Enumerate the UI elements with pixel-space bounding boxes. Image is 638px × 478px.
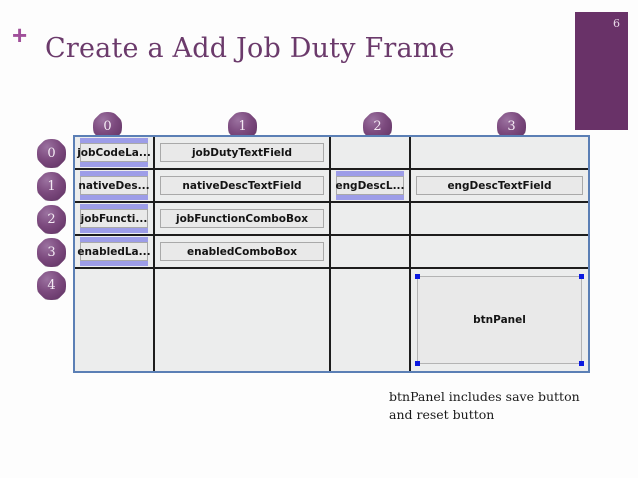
jobfunction-combobox-widget[interactable]: jobFunctionComboBox [160,209,324,228]
grid-cell-r4c0[interactable] [75,269,155,371]
jobfunction-label-widget[interactable]: jobFuncti... [80,204,148,233]
grid-cell-r1c2[interactable]: engDescL... [331,170,411,203]
jobduty-textfield-widget[interactable]: jobDutyTextField [160,143,324,162]
enabled-combobox-widget[interactable]: enabledComboBox [160,242,324,261]
grid-cell-r4c2[interactable] [331,269,411,371]
resize-handle-bottom-right[interactable] [579,361,584,366]
caption: btnPanel includes save button and reset … [389,388,629,424]
nativedesc-textfield-widget[interactable]: nativeDescTextField [160,176,324,195]
grid-cell-r3c2[interactable] [331,236,411,269]
grid-cell-r0c2[interactable] [331,137,411,170]
plus-decoration-icon: + [12,20,28,50]
grid-cell-r4c3[interactable]: btnPanel [411,269,588,371]
resize-handle-top-right[interactable] [579,274,584,279]
grid-cell-r3c1[interactable]: enabledComboBox [155,236,331,269]
slide-number-block: 6 [575,12,628,130]
page-title: Create a Add Job Duty Frame [45,33,455,64]
grid-cell-r2c1[interactable]: jobFunctionComboBox [155,203,331,236]
grid-cell-r4c1[interactable] [155,269,331,371]
resize-handle-bottom-left[interactable] [415,361,420,366]
row-badge-4: 4 [37,271,66,300]
btn-panel-label: btnPanel [473,314,526,326]
caption-line-1: btnPanel includes save button [389,389,580,404]
grid-cell-r2c0[interactable]: jobFuncti... [75,203,155,236]
grid-cell-r1c1[interactable]: nativeDescTextField [155,170,331,203]
resize-handle-top-left[interactable] [415,274,420,279]
jobcode-label-widget[interactable]: jobCodeLa... [77,138,151,167]
slide-number: 6 [613,17,620,30]
gui-layout-grid: jobCodeLa... jobDutyTextField nativeDes.… [75,137,588,371]
grid-cell-r1c3[interactable]: engDescTextField [411,170,588,203]
row-badge-2: 2 [37,205,66,234]
row-badge-1: 1 [37,172,66,201]
engdesc-textfield-widget[interactable]: engDescTextField [416,176,583,195]
nativedesc-label-widget[interactable]: nativeDes... [78,171,150,200]
caption-line-2: and reset button [389,407,495,422]
grid-cell-r1c0[interactable]: nativeDes... [75,170,155,203]
row-badge-3: 3 [37,238,66,267]
enabled-label-widget[interactable]: enabledLa... [77,237,151,266]
btn-panel-widget[interactable]: btnPanel [415,274,584,366]
grid-cell-r2c2[interactable] [331,203,411,236]
gui-builder-frame[interactable]: jobCodeLa... jobDutyTextField nativeDes.… [73,135,590,373]
row-badge-0: 0 [37,139,66,168]
grid-cell-r0c0[interactable]: jobCodeLa... [75,137,155,170]
grid-cell-r0c3[interactable] [411,137,588,170]
grid-cell-r3c0[interactable]: enabledLa... [75,236,155,269]
grid-cell-r0c1[interactable]: jobDutyTextField [155,137,331,170]
grid-cell-r2c3[interactable] [411,203,588,236]
grid-cell-r3c3[interactable] [411,236,588,269]
engdesc-label-widget[interactable]: engDescL... [335,171,405,200]
